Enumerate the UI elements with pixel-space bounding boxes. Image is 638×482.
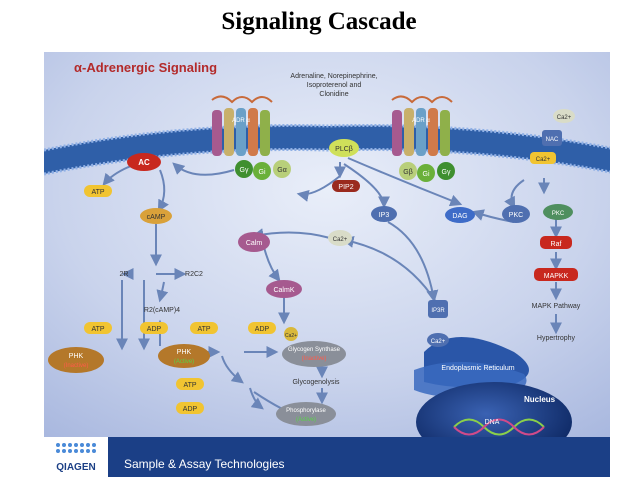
svg-text:PHK: PHK: [69, 353, 84, 360]
node-ca-channel: Ca2+: [530, 152, 556, 164]
svg-text:ADP: ADP: [255, 326, 270, 333]
node-calmk: CalmK: [266, 280, 302, 298]
svg-text:PKC: PKC: [509, 212, 523, 219]
svg-text:cAMP: cAMP: [147, 214, 166, 221]
svg-text:MAPKK: MAPKK: [544, 273, 569, 280]
svg-text:Ca2+: Ca2+: [333, 237, 348, 243]
node-ca-top: Ca2+: [553, 109, 575, 123]
svg-text:(Active): (Active): [296, 417, 316, 423]
node-atp2: ATP: [190, 322, 218, 334]
receptor-left: ADR α: [211, 95, 273, 156]
svg-text:PIP2: PIP2: [338, 184, 353, 191]
svg-text:PKC: PKC: [552, 211, 565, 217]
svg-text:PLCβ: PLCβ: [335, 146, 353, 153]
svg-text:PHK: PHK: [177, 349, 192, 356]
node-plcb: PLCβ: [329, 139, 359, 157]
node-r2c2: R2C2: [185, 271, 203, 278]
pathway-svg: α-Adrenergic Signaling Adrenaline, Norep…: [44, 52, 610, 444]
footer-bar: QIAGEN Sample & Assay Technologies: [44, 437, 610, 477]
node-pkcb: PKC: [543, 204, 573, 220]
node-phk-active: PHK (Active): [158, 344, 210, 368]
svg-text:ATP: ATP: [91, 189, 104, 196]
node-hypertrophy: Hypertrophy: [537, 335, 576, 342]
svg-text:Ca2+: Ca2+: [431, 339, 446, 345]
svg-text:Endoplasmic Reticulum: Endoplasmic Reticulum: [441, 365, 514, 372]
gprotein-right: Gβ Gi Gγ: [399, 162, 455, 182]
svg-text:(Inactive): (Inactive): [302, 356, 327, 362]
svg-text:Gi: Gi: [259, 169, 266, 176]
svg-text:Raf: Raf: [551, 241, 562, 248]
svg-text:Ca2+: Ca2+: [536, 157, 551, 163]
node-ca-small: Ca2+: [284, 327, 298, 341]
receptor-left-label: ADR α: [232, 118, 250, 124]
svg-text:ATP: ATP: [183, 382, 196, 389]
svg-text:Clonidine: Clonidine: [319, 91, 348, 98]
svg-text:Calm: Calm: [246, 240, 263, 247]
node-phk-inactive: PHK (Inactive): [48, 347, 104, 373]
node-ca-er: Ca2+: [427, 333, 449, 347]
node-dag: DAG: [445, 207, 475, 223]
node-pip2: PIP2: [332, 180, 360, 192]
svg-text:Gα: Gα: [277, 167, 287, 174]
node-glycogen-synthase: Glycogen Synthase (Inactive): [282, 341, 346, 367]
node-mapkk: MAPKK: [534, 268, 578, 281]
svg-text:DNA: DNA: [485, 419, 500, 426]
nucleus: Nucleus DNA: [416, 382, 572, 444]
svg-text:Gβ: Gβ: [403, 169, 412, 176]
node-camp: cAMP: [140, 208, 172, 224]
node-raf: Raf: [540, 236, 572, 249]
ligand-label: Adrenaline, Norepinephrine, Isoprotereno…: [290, 73, 377, 98]
node-phosphorylase: Phosphorylase (Active): [276, 402, 336, 426]
node-atp3: ATP: [176, 378, 204, 390]
svg-text:Gγ: Gγ: [240, 167, 249, 174]
node-mapk-pathway: MAPK Pathway: [532, 303, 581, 310]
svg-text:ATP: ATP: [91, 326, 104, 333]
svg-text:CalmK: CalmK: [273, 287, 294, 294]
svg-text:Nucleus: Nucleus: [524, 395, 556, 404]
qiagen-logo: QIAGEN: [44, 437, 108, 477]
node-ca-mid: Ca2+: [328, 230, 352, 246]
node-ip3: IP3: [371, 206, 397, 222]
node-calm: Calm: [238, 232, 270, 252]
gprotein-left: Gγ Gi Gα: [235, 160, 291, 180]
svg-text:ADP: ADP: [183, 406, 198, 413]
receptor-right-label: ADR α: [412, 118, 430, 124]
svg-text:ADP: ADP: [147, 326, 162, 333]
svg-text:Phosphorylase: Phosphorylase: [286, 408, 326, 414]
node-adp2: ADP: [248, 322, 276, 334]
node-adp3: ADP: [176, 402, 204, 414]
node-atp1: ATP: [84, 322, 112, 334]
svg-text:Adrenaline, Norepinephrine,: Adrenaline, Norepinephrine,: [290, 73, 377, 80]
svg-text:Glycogen Synthase: Glycogen Synthase: [288, 347, 341, 353]
receptor-right: ADR α: [391, 95, 453, 156]
node-pkc: PKC: [502, 205, 530, 223]
svg-text:IP3R: IP3R: [431, 308, 445, 314]
svg-text:Isoproterenol and: Isoproterenol and: [307, 82, 362, 89]
svg-text:Gi: Gi: [423, 171, 430, 178]
svg-text:DAG: DAG: [452, 213, 467, 220]
node-ip3r: IP3R: [428, 300, 448, 318]
svg-text:Ca2+: Ca2+: [557, 115, 572, 121]
diagram-heading: α-Adrenergic Signaling: [74, 60, 217, 75]
svg-text:AC: AC: [138, 158, 150, 167]
svg-text:(Active): (Active): [174, 359, 194, 365]
slide-title: Signaling Cascade: [221, 8, 417, 35]
node-atp-top: ATP: [84, 185, 112, 197]
node-r2camp: R2(cAMP)4: [144, 307, 180, 314]
pathway-diagram: α-Adrenergic Signaling Adrenaline, Norep…: [44, 52, 610, 444]
svg-text:IP3: IP3: [379, 212, 390, 219]
svg-text:Ca2+: Ca2+: [285, 333, 297, 339]
node-2r: 2R: [120, 271, 129, 278]
svg-text:NAC: NAC: [546, 137, 559, 143]
svg-text:Gγ: Gγ: [442, 169, 451, 176]
footer-tagline: Sample & Assay Technologies: [124, 457, 285, 471]
svg-text:ATP: ATP: [197, 326, 210, 333]
node-glycogenolysis: Glycogenolysis: [292, 379, 340, 386]
node-adp1: ADP: [140, 322, 168, 334]
node-nac: NAC: [542, 130, 562, 146]
brand-name: QIAGEN: [56, 462, 95, 473]
node-ac: AC: [127, 153, 161, 171]
svg-text:(Inactive): (Inactive): [64, 363, 89, 369]
